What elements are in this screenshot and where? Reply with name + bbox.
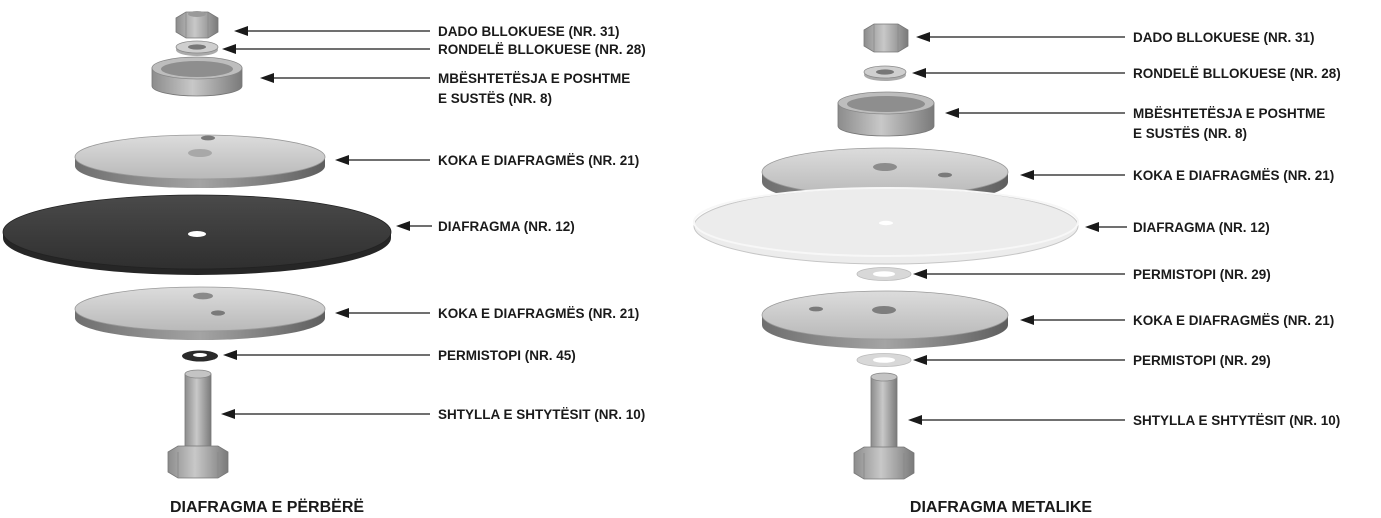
right-nut	[863, 23, 909, 53]
label-right-head-bottom: KOKA E DIAFRAGMËS (NR. 21)	[1133, 313, 1334, 328]
callout-left-seat: MBËSHTETËSJA E POSHTME E SUSTËS (NR. 8)	[260, 71, 630, 106]
label-right-gasket-bottom: PERMISTOPI (NR. 29)	[1133, 353, 1271, 368]
label-right-nut: DADO BLLOKUESE (NR. 31)	[1133, 30, 1315, 45]
left-callouts: DADO BLLOKUESE (NR. 31) RONDELË BLLOKUES…	[221, 24, 646, 422]
callout-right-seat: MBËSHTETËSJA E POSHTME E SUSTËS (NR. 8)	[945, 106, 1325, 141]
label-left-diaphragm: DIAFRAGMA (NR. 12)	[438, 219, 575, 234]
label-right-gasket-top: PERMISTOPI (NR. 29)	[1133, 267, 1271, 282]
label-left-gasket: PERMISTOPI (NR. 45)	[438, 348, 576, 363]
right-diaphragm-head-bottom	[761, 290, 1009, 349]
callout-left-head-top: KOKA E DIAFRAGMËS (NR. 21)	[335, 153, 639, 168]
label-left-post: SHTYLLA E SHTYTËSIT (NR. 10)	[438, 407, 645, 422]
callout-right-gasket-top: PERMISTOPI (NR. 29)	[913, 267, 1271, 282]
caption-composite-diaphragm: DIAFRAGMA E PËRBËRË	[170, 498, 364, 516]
left-washer	[175, 40, 219, 56]
label-right-head-top: KOKA E DIAFRAGMËS (NR. 21)	[1133, 168, 1334, 183]
right-pusher-post	[853, 372, 915, 480]
left-nut	[175, 11, 219, 39]
label-right-seat-line2: E SUSTËS (NR. 8)	[1133, 126, 1247, 141]
callout-right-diaphragm: DIAFRAGMA (NR. 12)	[1085, 220, 1270, 235]
left-spring-seat	[151, 56, 243, 97]
caption-metal-diaphragm: DIAFRAGMA METALIKE	[910, 499, 1093, 516]
right-assembly	[693, 23, 1079, 480]
label-right-seat-line1: MBËSHTETËSJA E POSHTME	[1133, 106, 1325, 121]
left-pusher-post	[167, 369, 229, 479]
label-left-seat-line2: E SUSTËS (NR. 8)	[438, 91, 552, 106]
label-left-seat-line1: MBËSHTETËSJA E POSHTME	[438, 71, 630, 86]
right-spring-seat	[837, 91, 935, 137]
label-right-washer: RONDELË BLLOKUESE (NR. 28)	[1133, 66, 1341, 81]
callout-left-gasket: PERMISTOPI (NR. 45)	[223, 348, 576, 363]
left-diaphragm-head-top	[74, 134, 326, 188]
label-right-diaphragm: DIAFRAGMA (NR. 12)	[1133, 220, 1270, 235]
callout-right-head-top: KOKA E DIAFRAGMËS (NR. 21)	[1020, 168, 1334, 183]
left-gasket-rubber	[182, 350, 218, 362]
right-washer	[863, 65, 907, 81]
callout-left-post: SHTYLLA E SHTYTËSIT (NR. 10)	[221, 407, 645, 422]
callout-left-nut: DADO BLLOKUESE (NR. 31)	[234, 24, 620, 39]
label-left-washer: RONDELË BLLOKUESE (NR. 28)	[438, 42, 646, 57]
callout-right-post: SHTYLLA E SHTYTËSIT (NR. 10)	[908, 413, 1340, 428]
callout-left-washer: RONDELË BLLOKUESE (NR. 28)	[222, 42, 646, 57]
callout-left-head-bottom: KOKA E DIAFRAGMËS (NR. 21)	[335, 306, 639, 321]
callout-right-washer: RONDELË BLLOKUESE (NR. 28)	[912, 66, 1341, 81]
left-rubber-diaphragm	[2, 194, 392, 275]
label-left-nut: DADO BLLOKUESE (NR. 31)	[438, 24, 620, 39]
right-gasket-bottom	[856, 353, 912, 367]
callout-right-nut: DADO BLLOKUESE (NR. 31)	[916, 30, 1315, 45]
label-left-head-bottom: KOKA E DIAFRAGMËS (NR. 21)	[438, 306, 639, 321]
label-left-head-top: KOKA E DIAFRAGMËS (NR. 21)	[438, 153, 639, 168]
right-gasket-top	[856, 267, 912, 281]
callout-right-head-bottom: KOKA E DIAFRAGMËS (NR. 21)	[1020, 313, 1334, 328]
left-diaphragm-head-bottom	[74, 286, 326, 340]
callout-left-diaphragm: DIAFRAGMA (NR. 12)	[396, 219, 575, 234]
right-metal-diaphragm	[693, 187, 1079, 265]
right-callouts: DADO BLLOKUESE (NR. 31) RONDELË BLLOKUES…	[908, 30, 1341, 428]
label-right-post: SHTYLLA E SHTYTËSIT (NR. 10)	[1133, 413, 1340, 428]
left-assembly	[2, 11, 392, 479]
callout-right-gasket-bottom: PERMISTOPI (NR. 29)	[913, 353, 1271, 368]
